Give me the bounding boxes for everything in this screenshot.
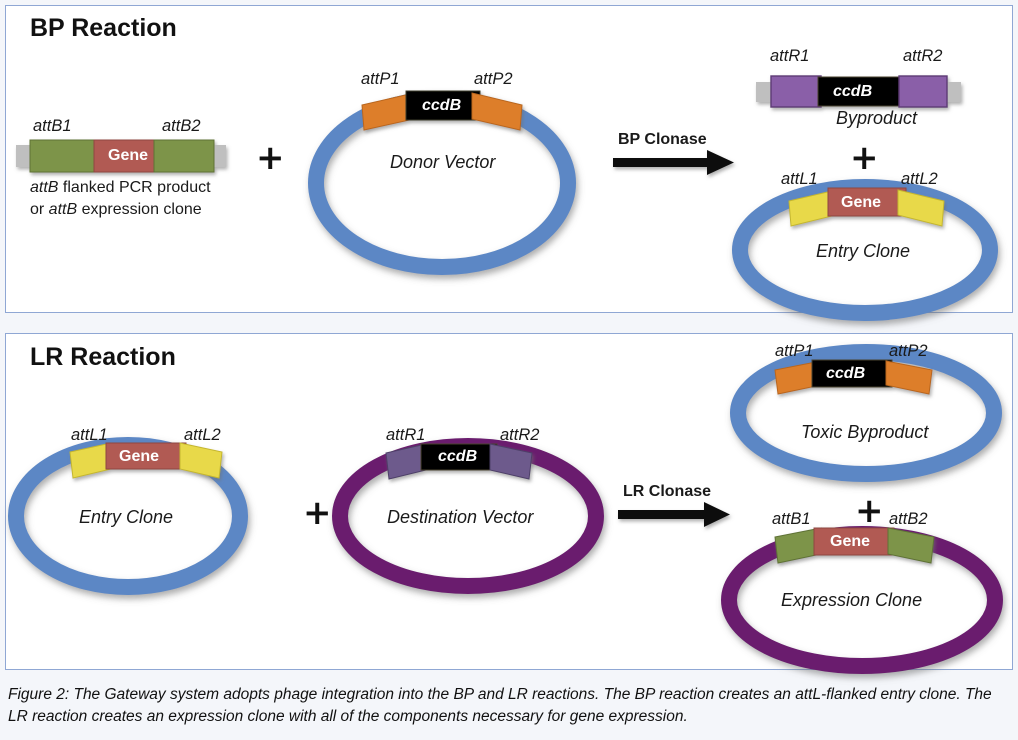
lr-entry-gene-label: Gene [119,448,160,465]
lr-attr1-label: attR1 [386,426,426,444]
destination-vector-name: Destination Vector [387,507,534,527]
bp-panel-title: BP Reaction [30,14,177,42]
lr-clonase-label: LR Clonase [623,483,712,500]
bp-plus-1: + [256,138,285,178]
lr-attb2-label: attB2 [889,510,928,528]
lr-expression-gene-label: Gene [830,533,871,550]
bp-substrate-gene-label: Gene [108,147,149,164]
lr-attb1-label: attB1 [772,510,811,528]
bp-clonase-label: BP Clonase [618,131,707,148]
toxic-byproduct-name: Toxic Byproduct [801,422,929,442]
lr-panel-title: LR Reaction [30,343,176,371]
lr-plus-2: + [855,491,884,531]
lr-attl2-label: attL2 [184,426,221,444]
expression-clone-name: Expression Clone [781,590,923,610]
figure-caption: Figure 2: The Gateway system adopts phag… [8,686,992,726]
bp-plus-2: + [850,138,879,178]
descr-line2-pre: or [30,200,49,218]
lr-attl1-label: attL1 [71,426,108,444]
descr-line1-rest: flanked PCR product [58,179,211,196]
lr-attr2-label: attR2 [500,426,540,444]
bp-entry-clone-name: Entry Clone [816,241,911,261]
bp-attp2-label: attP2 [474,70,513,88]
descr-line2-rest: expression clone [77,200,202,218]
lr-dest-ccdb-label: ccdB [438,448,478,465]
descr-attb-italic-1: attB [30,179,59,196]
lr-attp1-label: attP1 [775,342,814,360]
bp-attl1-label: attL1 [781,170,818,188]
bp-attb2-label: attB2 [162,117,201,135]
bp-substrate-description: attB flanked PCR product or attB express… [30,177,211,220]
bp-attr1-label: attR1 [770,47,810,65]
bp-byproduct-ccdb-label: ccdB [833,83,873,100]
lr-toxic-ccdb-label: ccdB [826,365,866,382]
bp-donor-ccdb-label: ccdB [422,97,462,114]
byproduct-name: Byproduct [836,108,918,128]
lr-plus-1: + [303,493,332,533]
lr-attp2-label: attP2 [889,342,928,360]
lr-entry-clone-name: Entry Clone [79,507,174,527]
bp-attb1-label: attB1 [33,117,72,135]
bp-attp1-label: attP1 [361,70,400,88]
descr-attb-italic-2: attB [48,200,78,218]
bp-entry-gene-label: Gene [841,194,882,211]
bp-attl2-label: attL2 [901,170,938,188]
bp-attr2-label: attR2 [903,47,943,65]
donor-vector-name: Donor Vector [390,152,496,172]
